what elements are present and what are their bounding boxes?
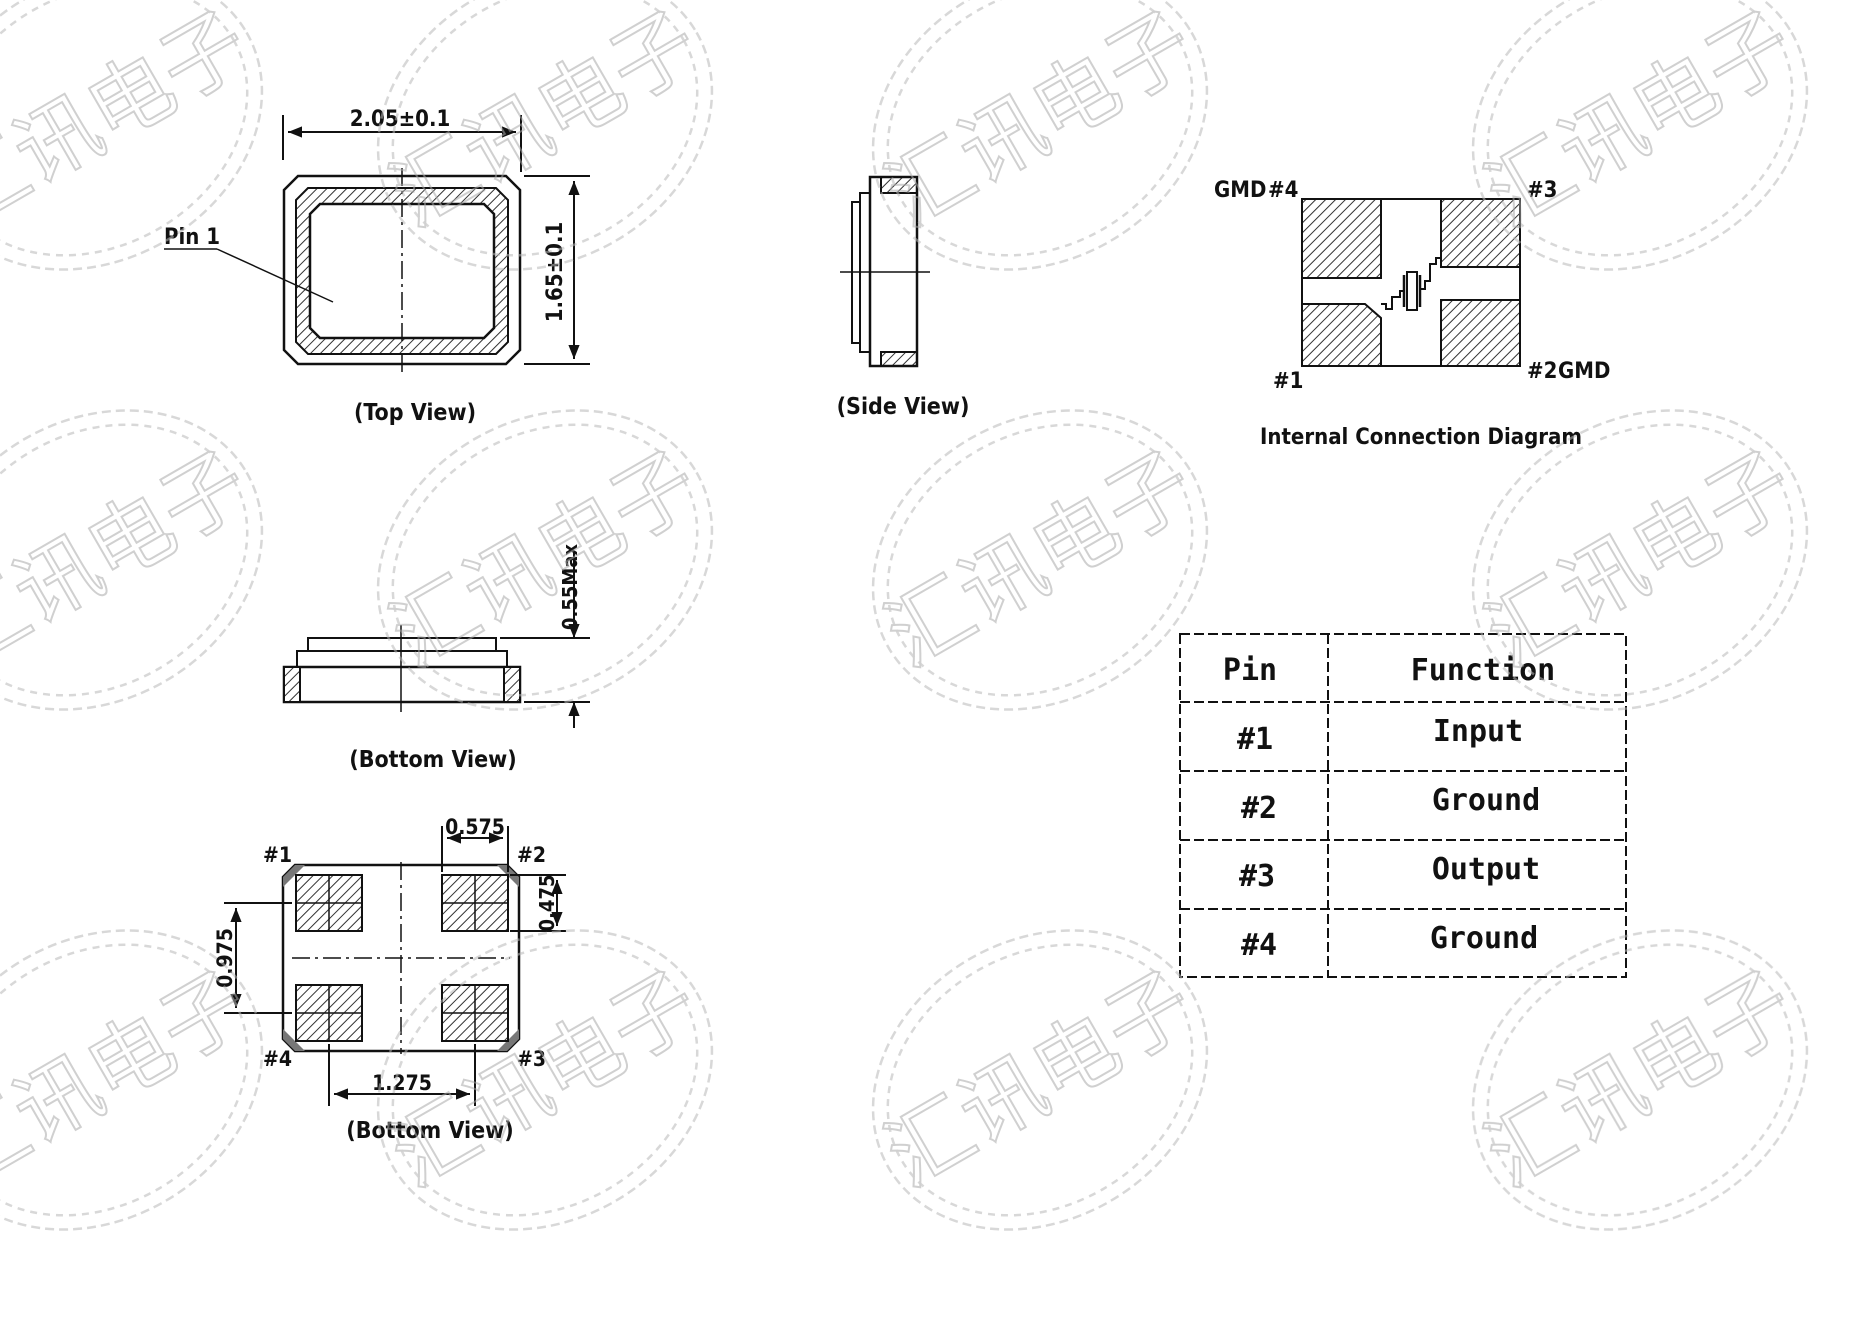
svg-text:汇讯电子: 汇讯电子 [870,433,1210,686]
watermark-stamp: 汇讯电子 [1469,0,1810,271]
table-row: #3 Output [1239,852,1540,894]
watermark-stamp: 汇讯电子 [1469,409,1810,711]
svg-text:汇讯电子: 汇讯电子 [0,0,264,246]
table-cell-pin: #3 [1239,859,1275,894]
table-row: #2 Ground [1241,783,1540,826]
bottom-view-caption: (Bottom View) [346,1118,514,1144]
crystal-icon [1406,271,1418,311]
watermark-stamp: 汇讯电子 [0,0,265,271]
bottom-view: 0.575 0.475 0.975 1.275 #1 #2 #3 #4 (Bot… [213,815,566,1144]
watermark-stamp: 汇讯电子 [869,0,1210,271]
profile-left-lid [283,666,301,703]
side-view: (Side View) [837,175,970,420]
table-header-row: Pin Function [1223,653,1555,688]
bottom-pin3-label: #3 [517,1047,546,1071]
watermark-layer: 汇讯电子汇讯电子汇讯电子汇讯电子汇讯电子汇讯电子汇讯电子汇讯电子汇讯电子汇讯电子… [0,0,1810,1231]
table-cell-function: Output [1432,852,1540,887]
package-outline [1301,198,1521,367]
pad-2 [1440,299,1521,367]
svg-text:汇讯电子: 汇讯电子 [870,953,1210,1206]
pad-4 [1301,198,1382,279]
table-header-pin: Pin [1223,653,1277,688]
profile-right-lid [503,666,521,703]
svg-text:汇讯电子: 汇讯电子 [0,433,264,686]
side-view-caption: (Side View) [837,394,970,420]
table-cell-pin: #2 [1241,791,1277,826]
svg-text:汇讯电子: 汇讯电子 [1470,953,1810,1206]
pad-height-dimension-label: 0.475 [535,875,559,932]
input-trace [1381,290,1404,310]
top-view: 2.05±0.1 1.65±0.1 Pin 1 (Top View) [164,107,590,426]
svg-text:汇讯电子: 汇讯电子 [375,433,715,686]
pad-1 [1301,303,1382,367]
gnd-label-pin2: GMD [1558,359,1610,384]
table-cell-function: Ground [1432,783,1540,818]
bottom-pin4-label: #4 [263,1047,292,1071]
svg-text:汇讯电子: 汇讯电子 [1470,0,1810,246]
side-view-bottom-lid [880,351,918,367]
watermark-stamp: 汇讯电子 [0,409,265,711]
svg-text:汇讯电子: 汇讯电子 [1470,433,1810,686]
pin1-leader-line [216,248,334,303]
internal-diagram-caption: Internal Connection Diagram [1260,425,1582,450]
gnd-label-pin4: GMD [1214,178,1266,203]
table-row: #4 Ground [1241,921,1538,963]
pad-width-dimension-label: 0.575 [445,815,505,839]
top-view-caption: (Top View) [354,400,476,426]
profile-view-caption: (Bottom View) [349,747,517,773]
height-dimension-label: 1.65±0.1 [543,222,568,322]
table-header-function: Function [1411,653,1556,688]
horizontal-pitch-dimension-label: 1.275 [372,1071,432,1095]
svg-text:汇讯电子: 汇讯电子 [870,0,1210,246]
top-view-outline [282,174,522,366]
table-row: #1 Input [1237,714,1523,757]
profile-view: 0.55Max (Bottom View) [282,544,590,773]
table-cell-function: Ground [1430,921,1538,956]
pin4-label: #4 [1268,178,1298,203]
bottom-pin1-label: #1 [263,843,292,867]
table-border [1179,633,1627,978]
output-trace [1420,257,1441,290]
internal-connection-diagram: GMD #4 #3 #1 #2 GMD Internal Connection … [1214,178,1610,450]
pin2-label: #2 [1527,359,1557,384]
svg-text:汇讯电子: 汇讯电子 [0,953,264,1206]
pin1-label: #1 [1273,369,1303,394]
corner-notch-1 [283,865,305,887]
table-cell-pin: #1 [1237,722,1273,757]
profile-body [282,665,522,704]
watermark-stamp: 汇讯电子 [869,929,1210,1231]
watermark-stamp: 汇讯电子 [0,929,265,1231]
table-cell-function: Input [1433,714,1523,749]
max-height-dimension-label: 0.55Max [558,544,582,630]
table-cell-pin: #4 [1241,928,1277,963]
bottom-pin2-label: #2 [517,843,546,867]
pin3-label: #3 [1527,178,1557,203]
corner-notch-4 [283,1029,305,1051]
width-dimension-label: 2.05±0.1 [350,107,450,132]
pin-function-table: Pin Function #1 Input #2 Ground #3 Outpu… [1179,633,1627,978]
